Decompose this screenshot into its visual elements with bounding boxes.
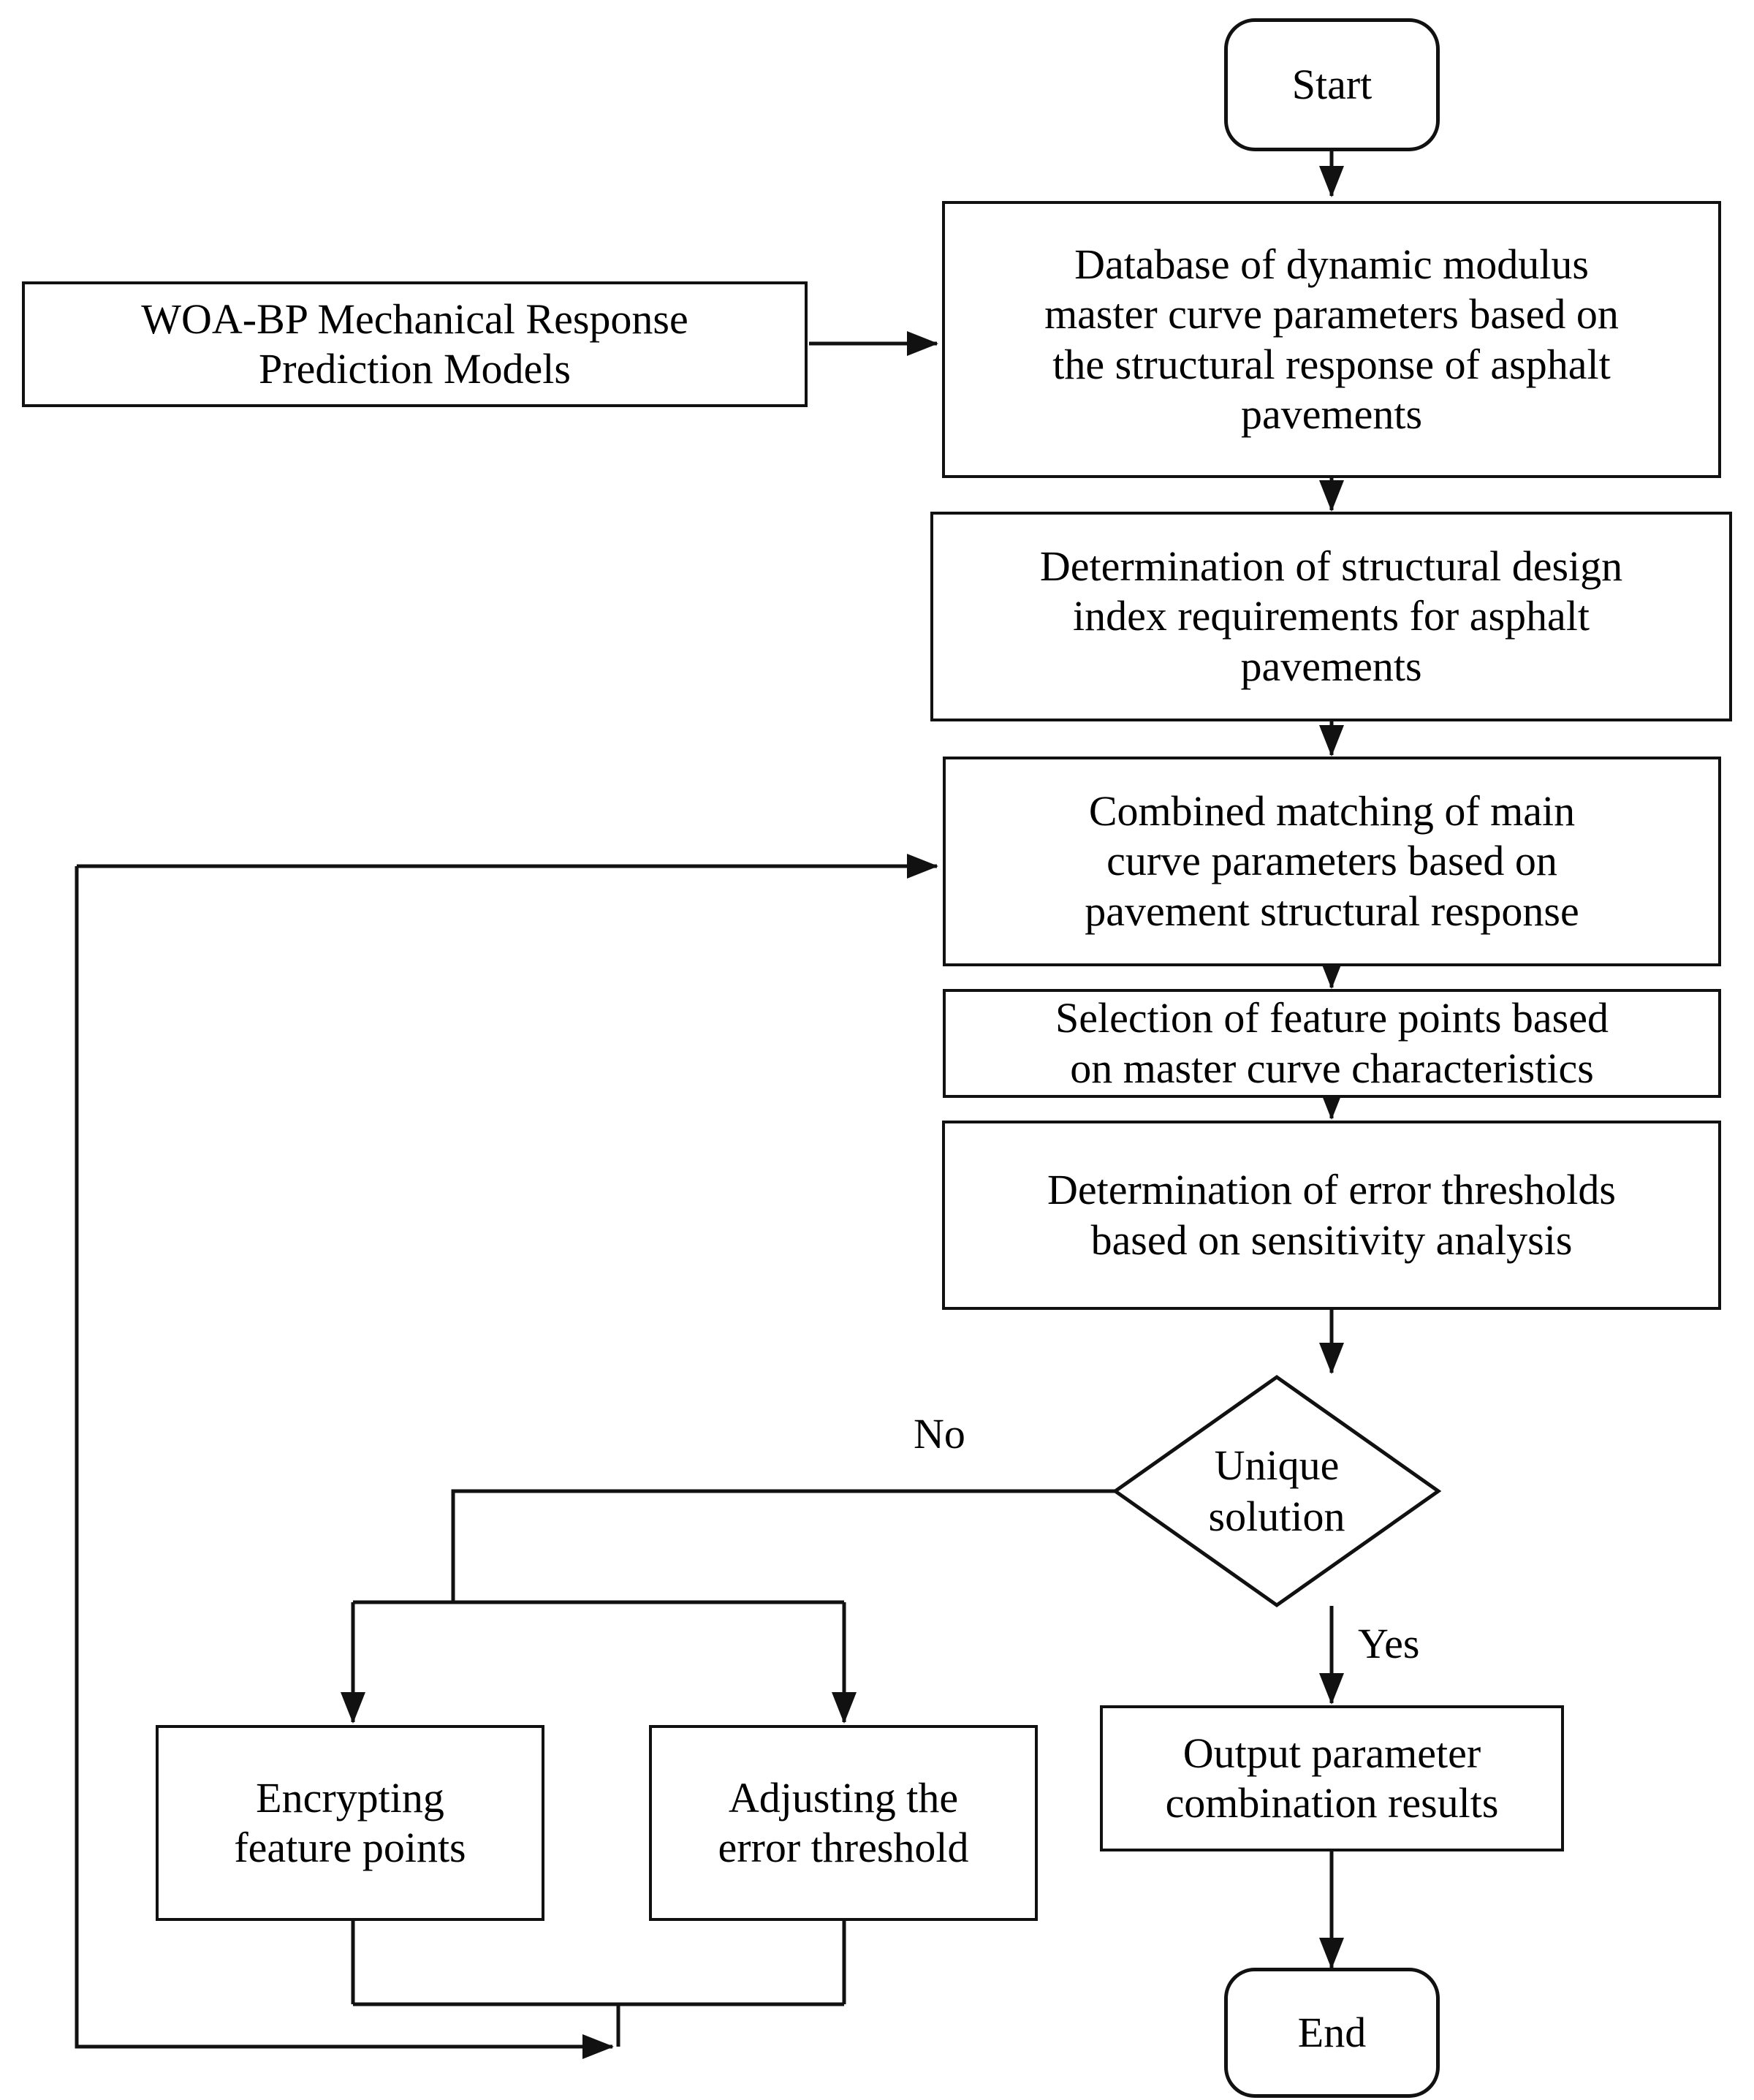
node-start-label: Start [1291, 60, 1373, 108]
node-woa-bp-models[interactable]: WOA-BP Mechanical Response Prediction Mo… [22, 281, 808, 407]
node-design-index-label: Determination of structural design index… [1039, 542, 1623, 690]
node-start[interactable]: Start [1224, 18, 1440, 151]
diamond-shape [1112, 1374, 1441, 1608]
node-database-label: Database of dynamic modulus master curve… [1044, 240, 1619, 438]
node-output-results-label: Output parameter combination results [1165, 1729, 1499, 1827]
node-error-thresholds[interactable]: Determination of error thresholds based … [942, 1121, 1721, 1310]
edge-decision-no-trunk [451, 1489, 1116, 1602]
node-unique-solution[interactable]: Unique solution [1112, 1374, 1441, 1608]
node-end[interactable]: End [1224, 1968, 1440, 2098]
node-combined-matching[interactable]: Combined matching of main curve paramete… [943, 757, 1721, 966]
node-error-thresholds-label: Determination of error thresholds based … [1047, 1166, 1616, 1264]
node-encrypting-feature-points-label: Encrypting feature points [234, 1773, 466, 1871]
node-woa-bp-models-label: WOA-BP Mechanical Response Prediction Mo… [141, 295, 688, 393]
node-combined-matching-label: Combined matching of main curve paramete… [1085, 786, 1579, 935]
node-adjusting-error-threshold[interactable]: Adjusting the error threshold [649, 1725, 1038, 1921]
node-feature-selection[interactable]: Selection of feature points based on mas… [943, 989, 1721, 1098]
node-adjusting-error-threshold-label: Adjusting the error threshold [718, 1773, 969, 1871]
node-feature-selection-label: Selection of feature points based on mas… [1055, 994, 1609, 1092]
node-unique-solution-label: Unique solution [1208, 1441, 1345, 1540]
node-database[interactable]: Database of dynamic modulus master curve… [942, 201, 1721, 478]
edge-label-no: No [914, 1410, 965, 1458]
node-encrypting-feature-points[interactable]: Encrypting feature points [156, 1725, 544, 1921]
node-end-label: End [1297, 2008, 1367, 2056]
node-output-results[interactable]: Output parameter combination results [1100, 1705, 1564, 1851]
node-design-index[interactable]: Determination of structural design index… [930, 512, 1732, 721]
edge-label-yes: Yes [1358, 1620, 1420, 1667]
